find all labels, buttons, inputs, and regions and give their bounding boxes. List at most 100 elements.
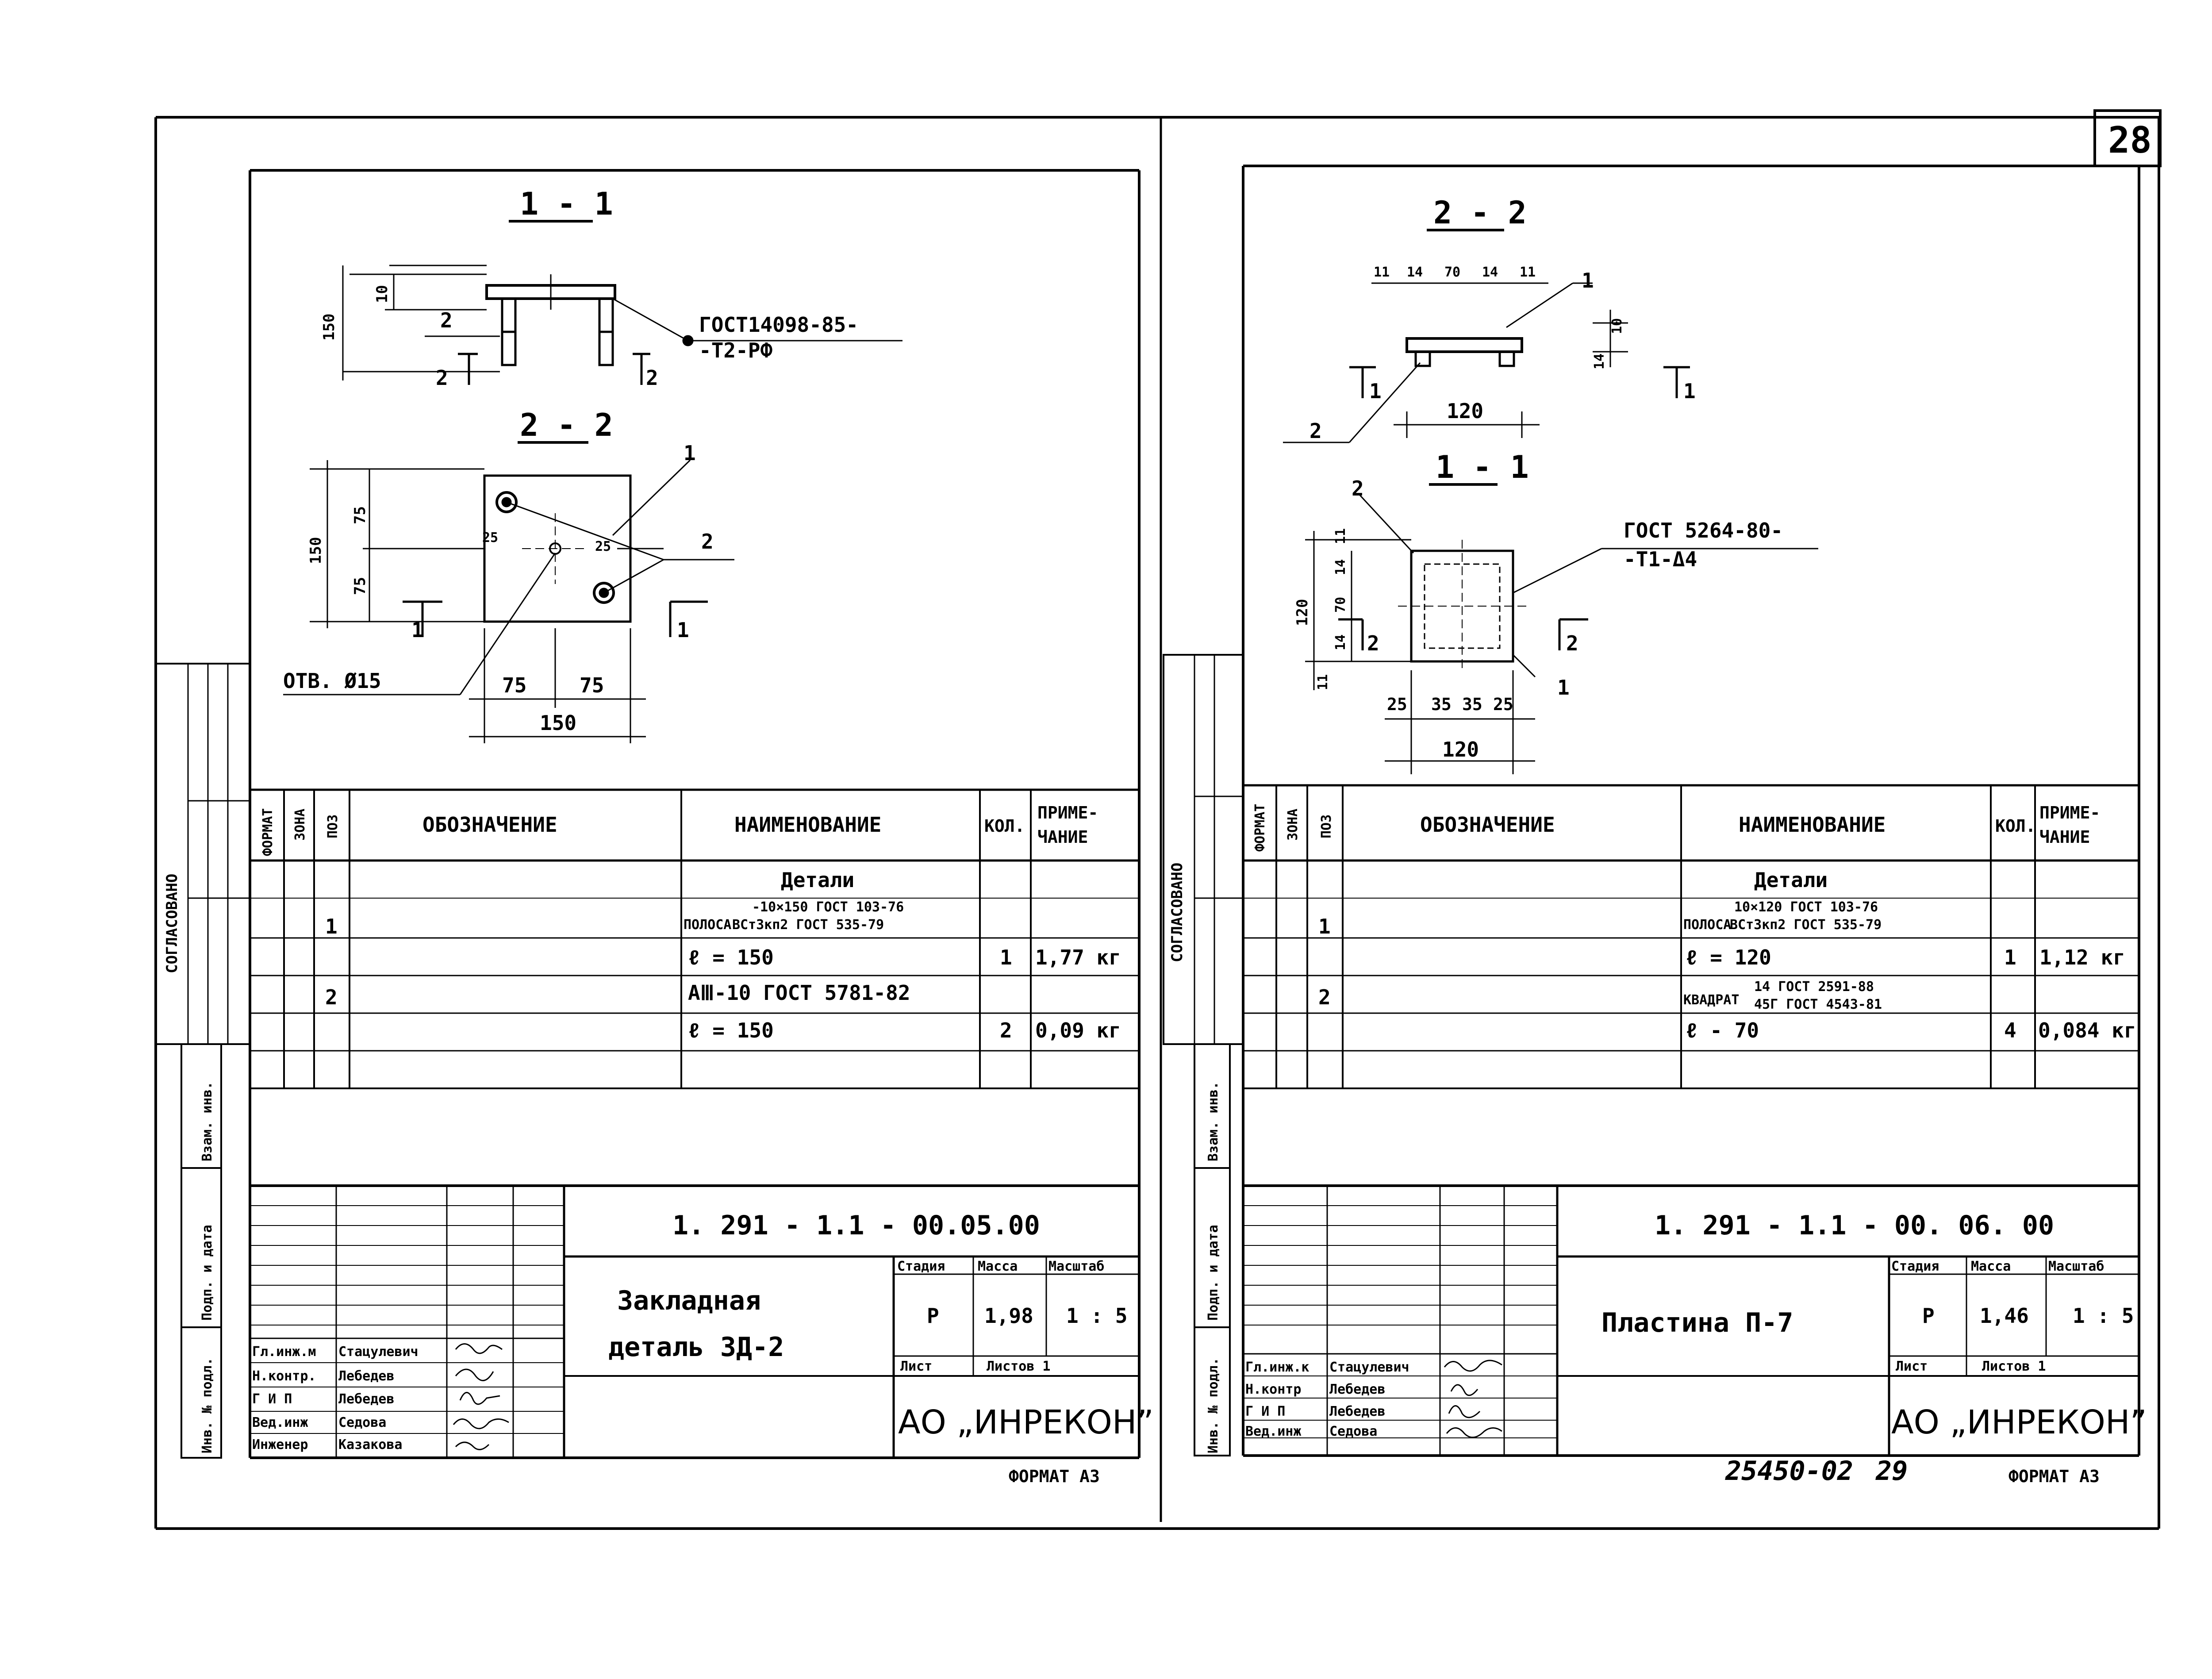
right-spec-section-title: Детали xyxy=(1754,868,1828,892)
right-scale: 1 : 5 xyxy=(2073,1304,2134,1328)
right-person-4-name: Седова xyxy=(1329,1424,1377,1439)
right-weld-2: -Т1-Δ4 xyxy=(1624,547,1697,571)
left-person-1-name: Стацулевич xyxy=(338,1344,419,1360)
left-person-4-name: Седова xyxy=(338,1415,386,1430)
left-row2-qty: 1 xyxy=(1000,945,1012,969)
right-hdr-designation: ОБОЗНАЧЕНИЕ xyxy=(1420,813,1555,837)
right-pos-1-top: 1 xyxy=(1582,269,1594,292)
left-dim-150-vert: 150 xyxy=(307,537,325,564)
left-pos-2b: 2 xyxy=(701,530,714,553)
right-row1-name-top: 10×120 ГОСТ 103-76 xyxy=(1734,899,1878,915)
left-stamp-title-1: Закладная xyxy=(617,1285,761,1316)
left-person-2-role: Н.контр. xyxy=(252,1368,316,1384)
left-format: ФОРМАТ А3 xyxy=(1009,1467,1100,1486)
right-hdr-format: ФОРМАТ xyxy=(1252,804,1268,852)
right-section-2-2-title: 2 - 2 xyxy=(1433,195,1527,231)
left-dim-75-bl: 75 xyxy=(502,673,526,697)
left-dim-75-br: 75 xyxy=(580,673,604,697)
right-v14a: 14 xyxy=(1333,559,1348,575)
left-row1-name-bottom: ВСт3кп2 ГОСТ 535-79 xyxy=(732,917,884,933)
right-section-1-1-title: 1 - 1 xyxy=(1436,449,1529,485)
right-d14a: 14 xyxy=(1407,265,1423,280)
right-row3-name-top: 14 ГОСТ 2591-88 xyxy=(1754,979,1874,995)
left-dim-75-bottom: 75 xyxy=(351,577,369,595)
left-hdr-note-1: ПРИМЕ- xyxy=(1037,803,1098,822)
left-row2-name: ℓ = 150 xyxy=(688,945,774,969)
left-cut-1-left: 1 xyxy=(411,618,424,642)
left-stage-h: Стадия xyxy=(897,1259,945,1274)
right-d70: 70 xyxy=(1444,265,1460,280)
right-person-2-name: Лебедев xyxy=(1329,1382,1385,1397)
left-side-inv: Инв. № подл. xyxy=(200,1357,215,1453)
right-pos-1-mid: 1 xyxy=(1557,676,1570,699)
right-h120: 120 xyxy=(1442,738,1479,761)
left-side-sign: Подп. и дата xyxy=(200,1225,215,1321)
left-row4-qty: 2 xyxy=(1000,1018,1012,1042)
right-section-1-1-graphic xyxy=(1305,483,1818,774)
right-v11a: 11 xyxy=(1333,528,1348,544)
left-person-2-name: Лебедев xyxy=(338,1368,394,1384)
right-v14b: 14 xyxy=(1333,634,1348,650)
left-dim-25-a: 25 xyxy=(482,530,498,546)
right-h25: 25 xyxy=(1387,695,1407,714)
right-stamp-title: Пластина П-7 xyxy=(1601,1307,1793,1338)
right-scale-h: Масштаб xyxy=(2048,1259,2104,1274)
left-dim-150: 150 xyxy=(320,314,338,341)
right-row1-name-bottom: ВСт3кп2 ГОСТ 535-79 xyxy=(1730,917,1882,933)
right-side-sign: Подп. и дата xyxy=(1206,1225,1221,1321)
archive-number: 25450-02 xyxy=(1725,1456,1853,1487)
right-row4-qty: 4 xyxy=(2004,1018,2016,1042)
right-row1-pos: 1 xyxy=(1318,914,1331,938)
right-row3-name-main: КВАДРАТ xyxy=(1683,992,1739,1008)
right-person-2-role: Н.контр xyxy=(1245,1382,1301,1397)
left-hdr-qty: КОЛ. xyxy=(984,816,1025,836)
right-stage-h: Стадия xyxy=(1891,1259,1939,1274)
right-h35b: 35 xyxy=(1462,695,1482,714)
left-section-1-1-title: 1 - 1 xyxy=(520,186,613,222)
left-row3-name: АⅢ-10 ГОСТ 5781-82 xyxy=(688,981,910,1005)
right-v120: 120 xyxy=(1294,599,1311,626)
left-stage: Р xyxy=(927,1304,939,1328)
left-org: АО „ИНРЕКОН” xyxy=(898,1403,1154,1441)
right-v11b: 11 xyxy=(1315,674,1331,690)
left-section-1-1-graphic xyxy=(342,220,902,385)
left-section-2-2-title: 2 - 2 xyxy=(520,407,613,443)
right-d11a: 11 xyxy=(1374,265,1390,280)
right-side-inv: Инв. № подл. xyxy=(1206,1357,1221,1453)
left-person-3-name: Лебедев xyxy=(338,1391,394,1407)
right-v70: 70 xyxy=(1333,597,1348,613)
left-person-1-role: Гл.инж.м xyxy=(252,1344,316,1360)
left-row4-name: ℓ = 150 xyxy=(688,1018,774,1042)
left-hdr-designation: ОБОЗНАЧЕНИЕ xyxy=(422,813,557,837)
right-pos-2-top: 2 xyxy=(1310,419,1322,443)
left-scale: 1 : 5 xyxy=(1066,1304,1127,1328)
right-cut-2-left: 2 xyxy=(1367,631,1379,655)
left-dim-150-bottom: 150 xyxy=(540,711,576,735)
left-row1-name-top: -10×150 ГОСТ 103-76 xyxy=(752,899,904,915)
left-side-label: СОГЛАСОВАНО xyxy=(163,874,181,973)
right-side-label: СОГЛАСОВАНО xyxy=(1168,863,1186,962)
left-row3-pos: 2 xyxy=(325,985,338,1009)
signatures xyxy=(453,1343,1502,1450)
right-person-3-role: Г И П xyxy=(1245,1404,1285,1419)
left-stamp-code: 1. 291 - 1.1 - 00.05.00 xyxy=(672,1210,1040,1241)
right-sheet: Лист xyxy=(1896,1359,1928,1374)
left-row1-name-main: ПОЛОСА xyxy=(684,917,731,933)
left-row2-note: 1,77 кг xyxy=(1035,945,1121,969)
right-d14b: 14 xyxy=(1482,265,1498,280)
right-row4-note: 0,084 кг xyxy=(2038,1018,2136,1042)
left-dim-25-b: 25 xyxy=(595,539,611,554)
right-mass: 1,46 xyxy=(1980,1304,2029,1328)
right-hdr-note-1: ПРИМЕ- xyxy=(2039,803,2100,822)
right-row1-name-main: ПОЛОСА xyxy=(1683,917,1731,933)
right-row2-qty: 1 xyxy=(2004,945,2016,969)
right-pos-2-mid: 2 xyxy=(1352,476,1364,500)
left-hole-label: ОТВ. Ø15 xyxy=(283,669,381,693)
right-hdr-name: НАИМЕНОВАНИЕ xyxy=(1739,813,1886,837)
right-stamp-code: 1. 291 - 1.1 - 00. 06. 00 xyxy=(1655,1210,2054,1241)
right-weld-1: ГОСТ 5264-80- xyxy=(1624,519,1783,542)
left-person-4-role: Вед.инж xyxy=(252,1415,308,1430)
right-cut-2-right: 2 xyxy=(1566,631,1578,655)
right-person-3-name: Лебедев xyxy=(1329,1404,1385,1419)
left-hdr-format: ФОРМАТ xyxy=(260,808,276,856)
